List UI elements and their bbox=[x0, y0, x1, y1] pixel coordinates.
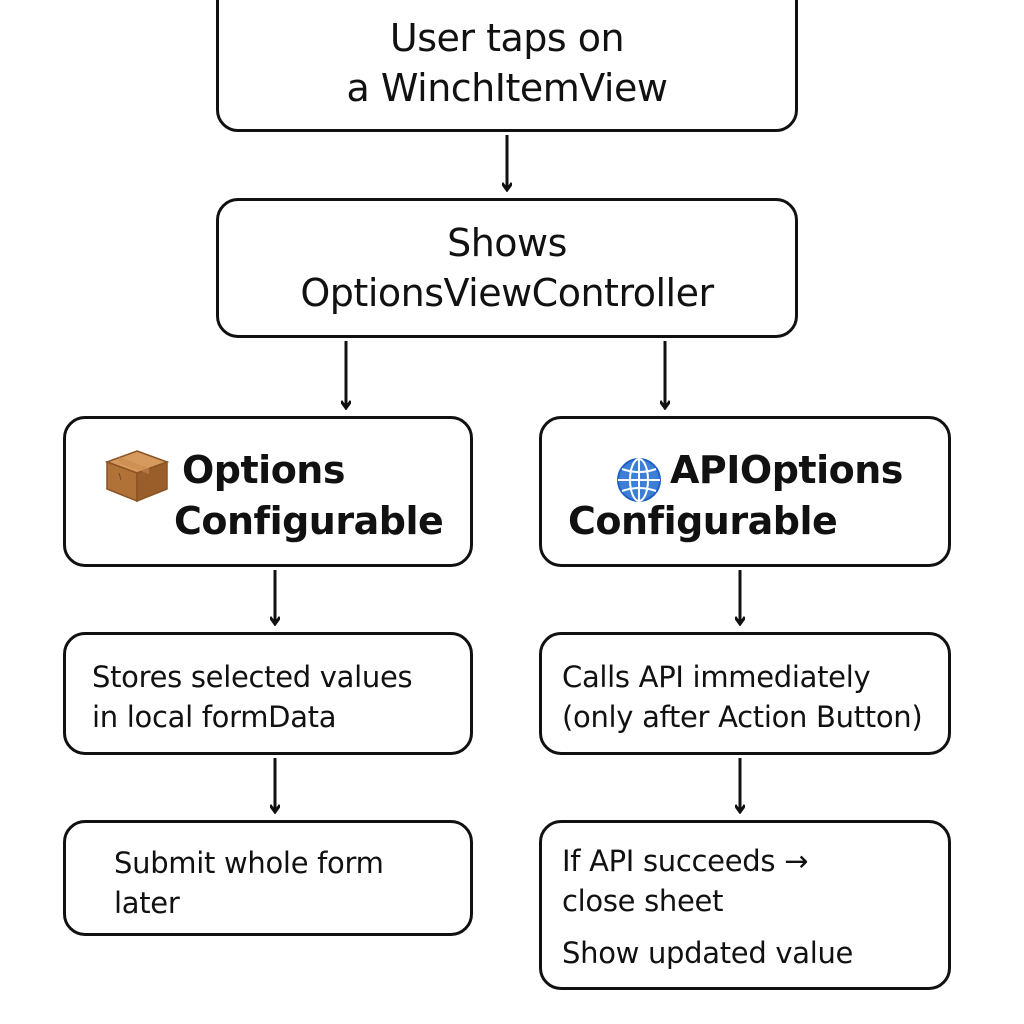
node-subtitle: Configurable bbox=[174, 499, 444, 543]
node-text-line: Calls API immediately bbox=[562, 660, 871, 694]
node-stores-values: Stores selected values in local formData bbox=[63, 632, 473, 755]
node-submit-form: Submit whole form later bbox=[63, 820, 473, 936]
node-title: Options bbox=[182, 448, 345, 492]
node-text-line: later bbox=[114, 886, 180, 920]
node-text-line: If API succeeds → bbox=[562, 844, 809, 878]
node-api-succeeds: If API succeeds → close sheet Show updat… bbox=[539, 820, 951, 990]
node-text-line: Stores selected values bbox=[92, 660, 413, 694]
node-text-line: (only after Action Button) bbox=[562, 700, 923, 734]
node-text-line: Show updated value bbox=[562, 936, 854, 970]
node-user-taps: User taps on a WinchItemView bbox=[216, 0, 798, 132]
node-text-line: Submit whole form bbox=[114, 846, 384, 880]
node-subtitle: Configurable bbox=[568, 499, 838, 543]
node-options-configurable: Options Configurable bbox=[63, 416, 473, 567]
node-shows-options-controller: Shows OptionsViewController bbox=[216, 198, 798, 338]
package-box-icon bbox=[105, 450, 169, 503]
node-apioptions-configurable: APIOptions Configurable bbox=[539, 416, 951, 567]
node-text-line: OptionsViewController bbox=[300, 271, 714, 315]
node-calls-api: Calls API immediately (only after Action… bbox=[539, 632, 951, 755]
node-text-line: Shows bbox=[447, 221, 567, 265]
node-text-line: User taps on bbox=[389, 16, 625, 60]
node-title: APIOptions bbox=[670, 448, 903, 492]
node-text-line: in local formData bbox=[92, 700, 337, 734]
node-text-line: close sheet bbox=[562, 884, 724, 918]
globe-icon bbox=[617, 458, 661, 502]
node-text-line: a WinchItemView bbox=[346, 66, 668, 110]
